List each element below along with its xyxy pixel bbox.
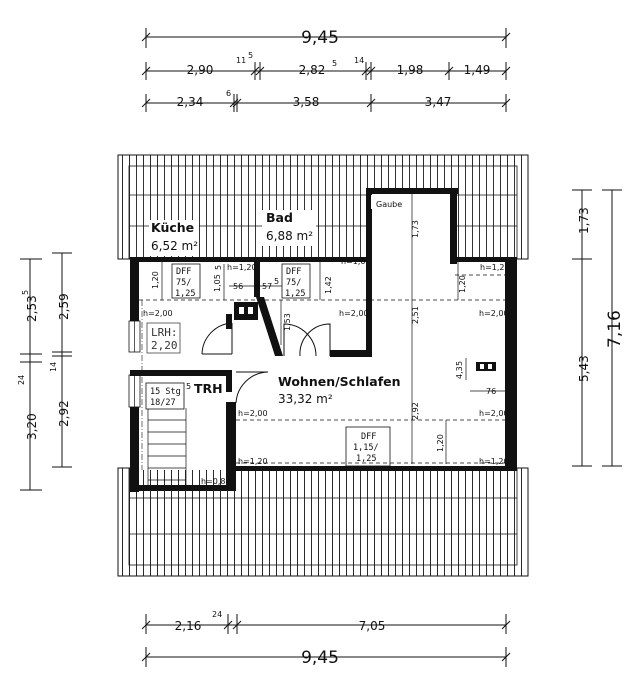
roof-hatch-bottom — [117, 467, 529, 577]
room-bad-area: 6,88 m² — [266, 229, 313, 243]
chimney-right — [476, 362, 496, 371]
room-wohnen-area: 33,32 m² — [278, 392, 333, 406]
dim-14: 14 — [354, 56, 364, 65]
stairs: 15 Stg 18/27 5 — [145, 382, 191, 485]
dim-right-120: 1,20 — [458, 275, 467, 293]
dim-total-top: 9,45 — [301, 28, 339, 48]
dimension-top-row2: 2,90 2,82 5 1,98 1,49 11 5 14 — [141, 51, 511, 80]
dim-142: 1,42 — [324, 276, 333, 294]
dim-left-14: 14 — [49, 362, 58, 372]
dim-2-82-sup: 5 — [332, 59, 337, 68]
h-120-d: h=1,20 — [479, 457, 509, 466]
inner-dimensions: 1,20 1,05 5 56 57 5 1,42 1,53 1,73 2,51 … — [151, 194, 506, 464]
h-104: h=1,04 — [341, 257, 371, 266]
dim-11-sup: 5 — [248, 51, 253, 60]
dim-bottom-705: 7,05 — [359, 619, 386, 633]
dim-11: 11 — [236, 56, 246, 65]
room-bad-name: Bad — [266, 210, 293, 225]
dim-right-716: 7,16 — [605, 310, 625, 348]
dff1-label: DFF — [176, 267, 191, 277]
h-200-a: h=2,00 — [143, 309, 173, 318]
dim-left-259: 2,59 — [57, 293, 71, 320]
dim-total-bottom: 9,45 — [301, 648, 339, 668]
dim-56: 56 — [233, 282, 243, 291]
dim-173: 1,73 — [411, 220, 420, 238]
dim-left-320: 3,20 — [25, 413, 39, 440]
dff1-h: 1,25 — [175, 289, 195, 299]
dimension-bottom-total: 9,45 — [141, 647, 511, 668]
gaube-label: Gaube — [376, 200, 402, 209]
dim-105-sup: 5 — [214, 265, 223, 270]
skylight-dff-3: DFF 1,15/ 1,25 — [345, 426, 391, 467]
stairs-sup: 5 — [186, 382, 191, 391]
dim-2-34: 2,34 — [177, 95, 204, 109]
h-120-a: h=1,20 — [227, 263, 257, 272]
dff3-label: DFF — [361, 432, 376, 442]
dimension-right-inner: 1,73 5,43 — [572, 189, 592, 467]
dim-right-173: 1,73 — [577, 207, 591, 234]
dff3-w: 1,15/ — [353, 443, 379, 453]
dim-1-49: 1,49 — [464, 63, 491, 77]
dimension-left-outer: 2,53 5 3,20 24 — [17, 258, 42, 491]
height-lines — [139, 274, 508, 470]
dff3-h: 1,25 — [356, 454, 376, 464]
dimension-right-outer: 7,16 — [602, 189, 625, 467]
dim-76: 76 — [486, 387, 496, 396]
dim-105: 1,05 — [213, 274, 222, 292]
dim-left-253-sup: 5 — [21, 290, 30, 295]
stairs-ratio: 18/27 — [150, 398, 176, 408]
h-120-c: h=1,20 — [238, 457, 268, 466]
h-200-b: h=2,00 — [339, 309, 369, 318]
dimension-left-inner: 2,59 14 2,92 — [49, 252, 72, 468]
room-wohnen-name: Wohnen/Schlafen — [278, 374, 401, 389]
dim-57-sup: 5 — [274, 277, 279, 286]
skylight-dff-2: DFF 75/ 1,25 — [281, 263, 311, 299]
room-labels: Küche 6,52 m² Bad 6,88 m² Wohnen/Schlafe… — [146, 195, 407, 406]
dim-left-24: 24 — [17, 375, 26, 385]
dim-292: 2,92 — [411, 402, 420, 420]
dim-left-253: 2,53 — [25, 295, 39, 322]
dim-bottom-120: 1,20 — [436, 434, 445, 452]
h-200-d: h=2,00 — [238, 409, 268, 418]
room-kueche-area: 6,52 m² — [151, 239, 198, 253]
stairs-count: 15 Stg — [150, 387, 181, 397]
height-labels: h=1,20 h=1,04 h=1,20 h=2,00 h=2,00 h=2,0… — [143, 257, 510, 486]
dff2-w: 75/ — [286, 278, 301, 288]
dim-153: 1,53 — [283, 313, 292, 331]
dim-435-sup: 5 — [455, 361, 464, 366]
dff2-h: 1,25 — [285, 289, 305, 299]
h-200-c: h=2,00 — [479, 309, 509, 318]
walls — [128, 188, 517, 492]
dim-2-90: 2,90 — [187, 63, 214, 77]
dim-1-98: 1,98 — [397, 63, 424, 77]
dim-left-292: 2,92 — [57, 400, 71, 427]
lrh-value: 2,20 — [151, 339, 178, 352]
dim-251: 2,51 — [411, 306, 420, 324]
dimension-top-row3: 2,34 6 3,58 3,47 — [141, 89, 511, 112]
dim-3-58: 3,58 — [293, 95, 320, 109]
skylight-dff-1: DFF 75/ 1,25 — [171, 263, 201, 299]
h-080: h=0,80 — [201, 477, 231, 486]
dim-bottom-24: 24 — [212, 610, 222, 619]
dim-3-47: 3,47 — [425, 95, 452, 109]
dim-right-543: 5,43 — [577, 355, 591, 382]
dimension-top-total: 9,45 — [141, 28, 511, 48]
dim-435: 4,3 — [455, 366, 464, 379]
dim-6: 6 — [226, 89, 231, 98]
dim-2-82: 2,82 — [299, 63, 326, 77]
dim-57: 57 — [262, 282, 272, 291]
room-trh-name: TRH — [194, 381, 223, 396]
dff2-label: DFF — [286, 267, 301, 277]
dimension-bottom-row1: 2,16 24 7,05 — [141, 610, 511, 634]
h-200-e: h=2,00 — [479, 409, 509, 418]
room-kueche-name: Küche — [151, 220, 194, 235]
dim-bottom-216: 2,16 — [175, 619, 202, 633]
h-120-b: h=1,20 — [480, 263, 510, 272]
doors — [201, 322, 331, 404]
lrh-label: LRH: — [151, 326, 178, 339]
dff1-w: 75/ — [176, 278, 191, 288]
dim-kueche-120: 1,20 — [151, 271, 160, 289]
